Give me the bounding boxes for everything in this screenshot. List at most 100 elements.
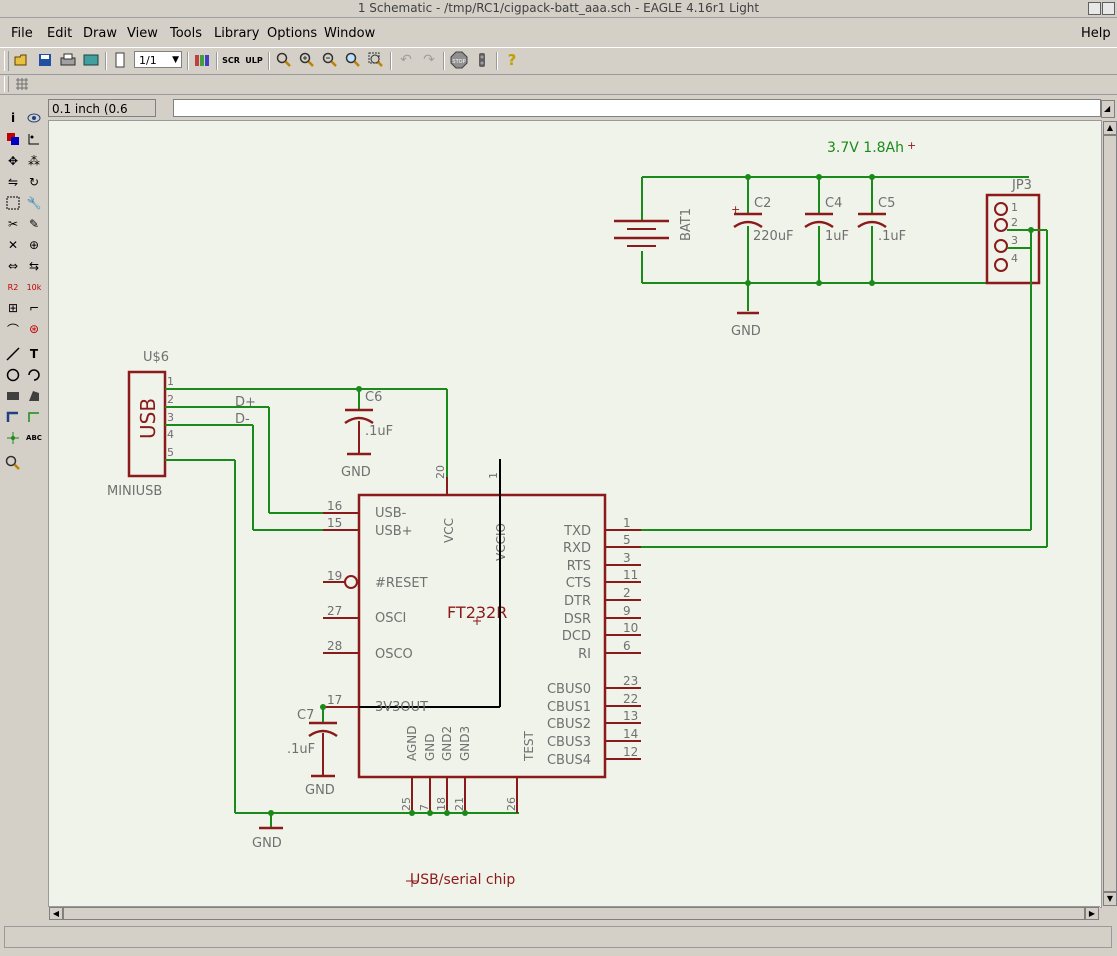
print-icon[interactable]: [59, 51, 77, 69]
ic-top-pin-20-name: VCC: [442, 518, 456, 543]
erc-icon[interactable]: [4, 454, 22, 472]
smash-icon[interactable]: ⊞: [7, 301, 19, 315]
show-icon[interactable]: [25, 109, 43, 127]
dplus-label: D+: [235, 395, 256, 410]
library-icon[interactable]: [193, 51, 211, 69]
invoke-icon[interactable]: ⊛: [28, 322, 40, 336]
schematic-canvas[interactable]: 3.7V 1.8Ah + BAT1 + C2 220uF: [48, 120, 1102, 908]
scroll-right-icon[interactable]: ▶: [1085, 907, 1099, 920]
move-icon[interactable]: ✥: [7, 154, 19, 168]
ic-right-pin-name: CBUS1: [547, 700, 591, 715]
group-icon[interactable]: [4, 194, 22, 212]
jp3-pin-1: 1: [1011, 201, 1018, 214]
paste-icon[interactable]: ✎: [28, 217, 40, 231]
status-message: [4, 926, 1112, 948]
close-button[interactable]: [1102, 2, 1115, 15]
save-icon[interactable]: [36, 51, 54, 69]
c4-label: C4: [825, 196, 842, 211]
ic-right-pin-name: CBUS3: [547, 735, 591, 750]
command-dropdown[interactable]: ◢: [1101, 100, 1115, 118]
grid-icon[interactable]: [13, 75, 31, 93]
minimize-button[interactable]: [1088, 2, 1101, 15]
zoom-out-icon[interactable]: [321, 51, 339, 69]
label-icon[interactable]: ABC: [26, 434, 42, 442]
zoom-in-icon[interactable]: [298, 51, 316, 69]
bat1-label: BAT1: [679, 208, 694, 241]
rotate-icon[interactable]: ↻: [28, 175, 40, 189]
sheet-icon[interactable]: [111, 51, 129, 69]
menu-view[interactable]: View: [127, 26, 158, 41]
delete-icon[interactable]: ✕: [7, 238, 19, 252]
display-icon[interactable]: [4, 130, 22, 148]
change-icon[interactable]: 🔧: [26, 196, 42, 210]
menu-draw[interactable]: Draw: [83, 26, 117, 41]
ulp-icon[interactable]: ULP: [245, 55, 263, 65]
sheet-select[interactable]: 1/1▼: [134, 51, 182, 68]
ic-right-pin-number: 13: [623, 709, 638, 723]
scroll-up-icon[interactable]: ▲: [1103, 121, 1117, 135]
command-input[interactable]: [173, 99, 1101, 117]
menu-file[interactable]: File: [11, 26, 33, 41]
toolbar-grip: [4, 51, 9, 71]
text-icon[interactable]: T: [29, 347, 39, 361]
circle-icon[interactable]: [4, 366, 22, 384]
c4-value: 1uF: [825, 229, 849, 244]
cut-icon[interactable]: ✂: [7, 217, 19, 231]
ic-right-pin-name: CBUS0: [547, 682, 591, 697]
status-bar: [0, 922, 1117, 956]
zoom-redraw-icon[interactable]: [344, 51, 362, 69]
gnd-c6-label: GND: [341, 465, 371, 480]
vertical-scroll-thumb[interactable]: [1103, 135, 1117, 892]
undo-icon[interactable]: ↶: [400, 52, 412, 68]
add-icon[interactable]: ⊕: [28, 238, 40, 252]
main-toolbar: 1/1▼ SCR ULP ↶ ↷ STOP ?: [0, 47, 1117, 75]
junction-icon[interactable]: [4, 429, 22, 447]
menu-help[interactable]: Help: [1081, 26, 1111, 41]
zoom-fit-icon[interactable]: [275, 51, 293, 69]
ic-left-pin-27-num: 27: [327, 604, 342, 618]
c2-label: C2: [754, 196, 771, 211]
cam-icon[interactable]: [82, 51, 100, 69]
copy-icon[interactable]: ⁂: [28, 154, 40, 168]
replace-icon[interactable]: R2: [7, 282, 19, 292]
redo-icon[interactable]: ↷: [423, 52, 435, 68]
menu-options[interactable]: Options: [267, 26, 318, 41]
value-icon[interactable]: 10k: [26, 282, 42, 292]
usb-pin-1: 1: [167, 375, 174, 388]
net-icon[interactable]: [25, 408, 43, 426]
scroll-down-icon[interactable]: ▼: [1103, 892, 1117, 906]
help-icon[interactable]: ?: [507, 51, 517, 69]
bus-icon[interactable]: [4, 408, 22, 426]
polygon-icon[interactable]: [25, 387, 43, 405]
arc-icon[interactable]: [25, 366, 43, 384]
ic-bottom-pin-number: 7: [418, 804, 431, 811]
script-icon[interactable]: SCR: [222, 55, 240, 65]
split-icon[interactable]: ⌒: [6, 322, 19, 337]
vertical-scrollbar[interactable]: ▲ ▼: [1101, 120, 1117, 906]
schematic-drawing: 3.7V 1.8Ah + BAT1 + C2 220uF: [107, 139, 1048, 888]
jp3-pin-4: 4: [1011, 252, 1018, 265]
stop-icon[interactable]: STOP: [450, 51, 468, 69]
mark-icon[interactable]: [25, 130, 43, 148]
menu-tools[interactable]: Tools: [170, 26, 203, 41]
c2-value: 220uF: [753, 229, 794, 244]
wire-icon[interactable]: [4, 345, 22, 363]
zoom-select-icon[interactable]: [367, 51, 385, 69]
menu-window[interactable]: Window: [324, 26, 376, 41]
ic-right-pin-number: 1: [623, 516, 631, 530]
open-icon[interactable]: [13, 51, 31, 69]
miter-icon[interactable]: ⌐: [28, 301, 40, 315]
menu-library[interactable]: Library: [214, 26, 260, 41]
rect-icon[interactable]: [4, 387, 22, 405]
go-icon[interactable]: [473, 51, 491, 69]
ic-right-pin-number: 22: [623, 692, 638, 706]
scroll-left-icon[interactable]: ◀: [49, 907, 63, 920]
info-icon[interactable]: i: [10, 111, 16, 125]
horizontal-scrollbar[interactable]: ◀ ▶: [48, 906, 1100, 920]
gateswap-icon[interactable]: ⇆: [28, 259, 40, 273]
menu-edit[interactable]: Edit: [47, 26, 73, 41]
mirror-icon[interactable]: ⇋: [7, 175, 19, 189]
horizontal-scroll-thumb[interactable]: [63, 907, 1085, 920]
pinswap-icon[interactable]: ⇔: [7, 259, 19, 273]
